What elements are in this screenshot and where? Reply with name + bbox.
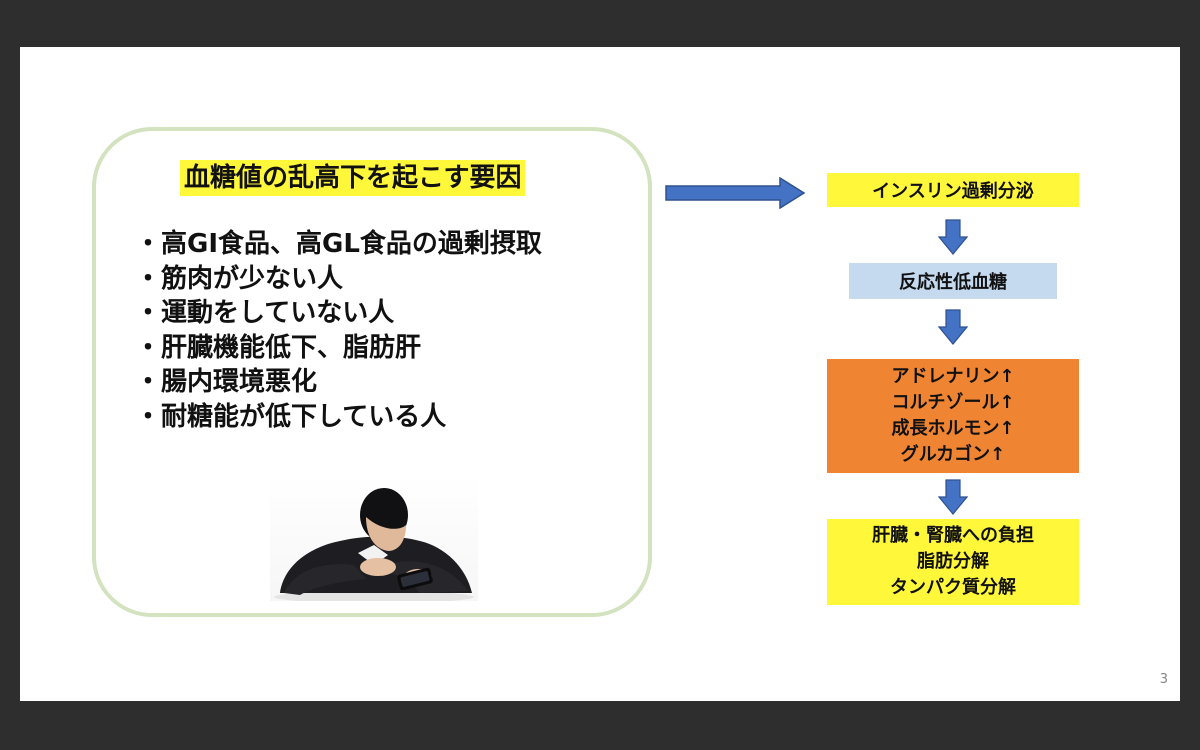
- flow-box-effects: 肝臓・腎臓への負担 脂肪分解 タンパク質分解: [827, 519, 1079, 605]
- flow-box-hormones: アドレナリン↑ コルチゾール↑ 成長ホルモン↑ グルカゴン↑: [827, 359, 1079, 473]
- effect-line: タンパク質分解: [890, 577, 1016, 598]
- page-number: 3: [1159, 672, 1168, 687]
- factor-item: ・腸内環境悪化: [135, 367, 318, 397]
- effect-line: 肝臓・腎臓への負担: [872, 525, 1034, 546]
- down-arrow-icon: [938, 309, 968, 345]
- factor-item: ・高GI食品、高GL食品の過剰摂取: [135, 229, 542, 259]
- hormone-line: グルカゴン↑: [900, 444, 1006, 465]
- hormone-line: アドレナリン↑: [891, 366, 1015, 387]
- factor-item: ・筋肉が少ない人: [135, 263, 344, 294]
- flow-box-insulin-label: インスリン過剰分泌: [872, 181, 1034, 202]
- hormone-line: コルチゾール↑: [891, 392, 1015, 413]
- effect-line: 脂肪分解: [917, 551, 989, 572]
- factors-title: 血糖値の乱高下を起こす要因: [180, 160, 526, 196]
- factor-item: ・耐糖能が低下している人: [135, 401, 447, 432]
- sleeping-man-photo: [270, 475, 478, 601]
- hormone-line: 成長ホルモン↑: [891, 418, 1015, 439]
- down-arrow-icon: [938, 479, 968, 515]
- flow-box-hypoglycemia: 反応性低血糖: [849, 263, 1057, 299]
- right-arrow-icon: [665, 177, 806, 209]
- factor-list: ・高GI食品、高GL食品の過剰摂取 ・筋肉が少ない人 ・運動をしていない人 ・肝…: [135, 227, 542, 434]
- factor-item: ・肝臓機能低下、脂肪肝: [135, 332, 422, 363]
- flow-box-hypoglycemia-label: 反応性低血糖: [899, 272, 1007, 293]
- slide: 血糖値の乱高下を起こす要因 ・高GI食品、高GL食品の過剰摂取 ・筋肉が少ない人…: [20, 47, 1180, 701]
- factor-item: ・運動をしていない人: [135, 298, 395, 328]
- flow-box-insulin: インスリン過剰分泌: [827, 173, 1079, 207]
- down-arrow-icon: [938, 219, 968, 255]
